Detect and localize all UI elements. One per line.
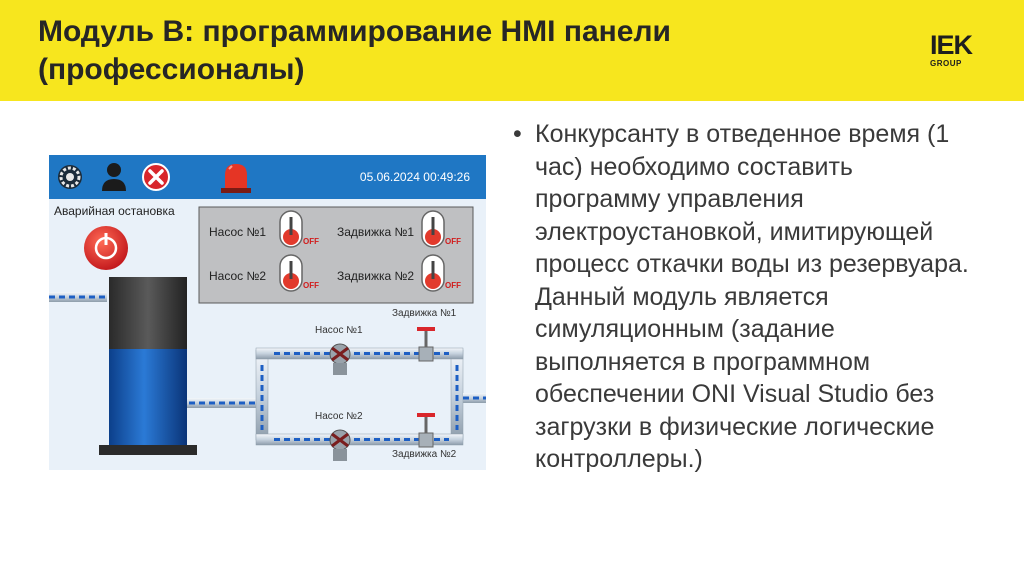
bullet-text: Конкурсанту в отведенное время (1 час) н… bbox=[535, 120, 969, 473]
slide-header: Модуль В: программирование HMI панели (п… bbox=[0, 0, 1024, 101]
emergency-stop-button[interactable] bbox=[84, 226, 128, 270]
hmi-datetime: 05.06.2024 00:49:26 bbox=[359, 170, 470, 184]
logo-brand: IEK bbox=[930, 30, 973, 60]
pump1-label: Насос №1 bbox=[209, 225, 267, 239]
slide-title: Модуль В: программирование HMI панели (п… bbox=[38, 13, 858, 89]
pump2-symbol bbox=[329, 429, 351, 461]
pump2-switch[interactable] bbox=[279, 254, 303, 292]
close-icon[interactable] bbox=[142, 163, 170, 191]
pump1-symbol bbox=[329, 343, 351, 375]
valve2-symbol bbox=[417, 413, 435, 448]
hmi-toolbar: 05.06.2024 00:49:26 bbox=[49, 155, 486, 199]
pipe-loop bbox=[255, 347, 486, 446]
valve2-switch[interactable] bbox=[421, 254, 445, 292]
pump1-switch[interactable] bbox=[279, 210, 303, 248]
diagram-valve2-label: Задвижка №2 bbox=[392, 449, 457, 460]
bullet-marker: • bbox=[513, 120, 522, 148]
user-icon[interactable] bbox=[102, 163, 126, 191]
water-tank bbox=[99, 277, 197, 455]
valve1-label: Задвижка №1 bbox=[337, 225, 415, 239]
pump1-state: OFF bbox=[303, 237, 319, 246]
pump2-state: OFF bbox=[303, 281, 319, 290]
valve1-symbol bbox=[417, 327, 435, 362]
diagram-valve1-label: Задвижка №1 bbox=[392, 308, 457, 319]
valve2-label: Задвижка №2 bbox=[337, 269, 415, 283]
valve1-state: OFF bbox=[445, 237, 461, 246]
hmi-screenshot: 05.06.2024 00:49:26 bbox=[49, 155, 486, 470]
valve2-state: OFF bbox=[445, 281, 461, 290]
inlet-pipe bbox=[49, 292, 107, 302]
gear-icon[interactable] bbox=[58, 165, 82, 189]
outlet-pipe bbox=[187, 398, 259, 408]
emergency-stop-label: Аварийная остановка bbox=[54, 204, 175, 218]
valve1-switch[interactable] bbox=[421, 210, 445, 248]
title-line-2: (профессионалы) bbox=[38, 53, 305, 86]
title-line-1: Модуль В: программирование HMI панели bbox=[38, 15, 671, 48]
pump2-label: Насос №2 bbox=[209, 269, 267, 283]
hmi-graphics bbox=[49, 163, 486, 461]
logo-group: GROUP bbox=[930, 59, 962, 68]
diagram-pump1-label: Насос №1 bbox=[315, 325, 363, 336]
diagram-pump2-label: Насос №2 bbox=[315, 411, 363, 422]
iek-logo: IEK GROUP bbox=[930, 32, 998, 74]
alarm-icon bbox=[221, 164, 251, 193]
